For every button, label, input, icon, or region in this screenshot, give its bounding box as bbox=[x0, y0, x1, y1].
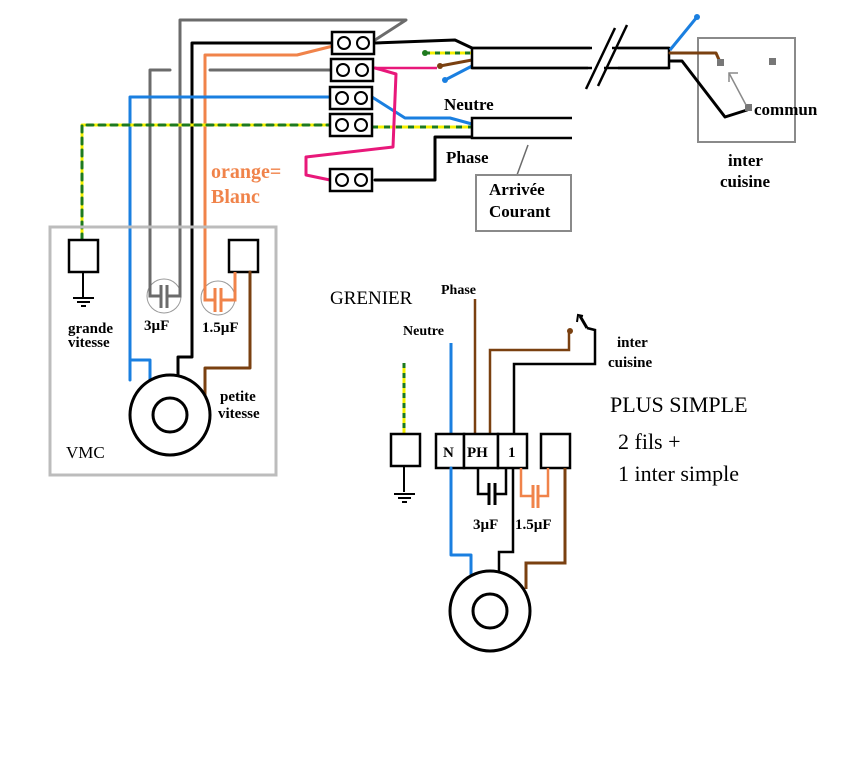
petite-vitesse-line1: petite bbox=[220, 389, 256, 405]
bottom-petite-terminal bbox=[539, 432, 572, 470]
blue-end-dot bbox=[694, 14, 700, 20]
bottom-wire-return bbox=[512, 326, 597, 436]
bottom-cap2-label: 1.5µF bbox=[515, 517, 552, 533]
bottom-ground-icon bbox=[394, 493, 415, 503]
petite-vitesse-line2: vitesse bbox=[218, 406, 260, 422]
vmc-wire-blue bbox=[128, 238, 152, 385]
vmc-motor-rotor bbox=[151, 396, 189, 434]
arrivee-label-line2: Courant bbox=[489, 202, 551, 221]
terminal-block-3 bbox=[328, 85, 374, 111]
cable-arrivee bbox=[472, 118, 572, 138]
bottom-motor-wire-brown bbox=[524, 468, 567, 589]
note-line2: 1 inter simple bbox=[618, 461, 739, 486]
inter-contact-1 bbox=[717, 59, 724, 66]
terminal-1-label: 1 bbox=[508, 445, 516, 461]
terminal-n-label: N bbox=[443, 445, 454, 461]
wire-black-to-inter bbox=[668, 59, 749, 119]
neutre-label-bottom: Neutre bbox=[403, 324, 444, 339]
phase-label-bottom: Phase bbox=[441, 283, 476, 298]
inter-cuisine-switch-top: commun inter cuisine bbox=[668, 14, 818, 191]
terminal-block-1 bbox=[330, 30, 376, 56]
vmc-wire-black bbox=[176, 238, 194, 379]
inter-label-line2: cuisine bbox=[720, 172, 771, 191]
bottom-diagram: GRENIER Phase Neutre inter cuisine bbox=[330, 283, 748, 653]
cable-break-mark-2 bbox=[596, 24, 629, 87]
vmc-petite-terminal bbox=[227, 238, 260, 274]
inter-lever-arrow bbox=[728, 72, 738, 82]
wire-blue-cable-out bbox=[668, 16, 699, 51]
earth-ground-icon bbox=[73, 297, 94, 307]
wire-brown-stub bbox=[439, 58, 473, 68]
earth-stub-dot bbox=[422, 50, 428, 56]
arrivee-pointer bbox=[516, 144, 529, 176]
brown-stub-dot bbox=[437, 63, 443, 69]
vmc-wire-brown bbox=[203, 270, 252, 397]
inter-box bbox=[697, 37, 796, 143]
cap2-label: 1.5µF bbox=[202, 320, 239, 336]
bottom-earth-terminal bbox=[389, 432, 422, 468]
grande-vitesse-line1: grande bbox=[68, 321, 113, 337]
bottom-motor-wire-blue bbox=[449, 466, 473, 580]
orange-blanc-label-line1: orange= bbox=[211, 161, 281, 183]
cable-to-inter bbox=[470, 46, 671, 70]
vmc-title: VMC bbox=[66, 443, 105, 462]
arrivee-courant-box: Arrivée Courant bbox=[475, 174, 572, 232]
wire-earth-dash bbox=[80, 123, 332, 242]
vmc-earth-terminal bbox=[67, 238, 100, 274]
top-wires bbox=[80, 18, 474, 382]
wire-grey-inner bbox=[148, 68, 172, 292]
bottom-terminal-strip: N PH 1 bbox=[434, 432, 529, 470]
wire-pink bbox=[304, 66, 398, 182]
grande-vitesse-line2: vitesse bbox=[68, 335, 110, 351]
bottom-capacitor-3uf bbox=[476, 468, 508, 505]
wire-blue-out bbox=[370, 95, 474, 126]
inter-contact-commun bbox=[745, 104, 752, 111]
bottom-wire-phase-to-inter bbox=[488, 331, 571, 436]
wire-black-main bbox=[190, 41, 335, 332]
neutre-label-top: Neutre bbox=[444, 95, 494, 114]
capacitor-3uf bbox=[146, 240, 182, 314]
vmc-box: grande vitesse 3µF 1.5µF petite vitesse … bbox=[48, 225, 278, 477]
terminal-block-5 bbox=[328, 167, 374, 193]
bottom-motor-wire-black bbox=[497, 468, 515, 573]
bottom-motor-rotor bbox=[471, 592, 509, 630]
wire-grey-outer bbox=[178, 18, 408, 242]
inter-label-bottom-line1: inter bbox=[617, 335, 648, 351]
cable-break-mark-1 bbox=[584, 27, 617, 90]
wire-orange bbox=[203, 44, 335, 292]
bottom-cap1-label: 3µF bbox=[473, 517, 498, 533]
inter-lever bbox=[728, 72, 747, 106]
cables bbox=[470, 24, 671, 176]
terminal-ph bbox=[462, 432, 500, 470]
inter-label-line1: inter bbox=[728, 151, 763, 170]
phase-label-top: Phase bbox=[446, 148, 489, 167]
bottom-capacitor-1-5uf bbox=[519, 468, 550, 508]
commun-label: commun bbox=[754, 100, 818, 119]
arrivee-label-line1: Arrivée bbox=[489, 180, 545, 199]
vmc-outline bbox=[48, 225, 278, 477]
wire-black-phase bbox=[373, 135, 474, 182]
inter-label-bottom-line2: cuisine bbox=[608, 355, 653, 371]
wire-blue bbox=[128, 95, 332, 382]
inter-contact-2 bbox=[769, 58, 776, 65]
plus-simple-title: PLUS SIMPLE bbox=[610, 392, 748, 417]
grenier-label: GRENIER bbox=[330, 288, 413, 309]
capacitor-1-5uf bbox=[200, 272, 237, 316]
wire-blue-stub bbox=[444, 64, 473, 82]
orange-blanc-label-line2: Blanc bbox=[211, 186, 260, 208]
cap1-label: 3µF bbox=[144, 318, 169, 334]
note-line1: 2 fils + bbox=[618, 429, 681, 454]
cable-arrivee-outline bbox=[470, 116, 572, 140]
inter-contact-dot bbox=[567, 328, 573, 334]
terminal-blocks bbox=[328, 30, 376, 193]
terminal-block-2 bbox=[329, 57, 375, 83]
terminal-ph-label: PH bbox=[467, 445, 488, 461]
blue-stub-dot bbox=[442, 77, 448, 83]
wire-black-cable bbox=[373, 38, 474, 50]
bottom-switch-lever-icon bbox=[576, 313, 589, 329]
terminal-block-4 bbox=[328, 112, 374, 138]
